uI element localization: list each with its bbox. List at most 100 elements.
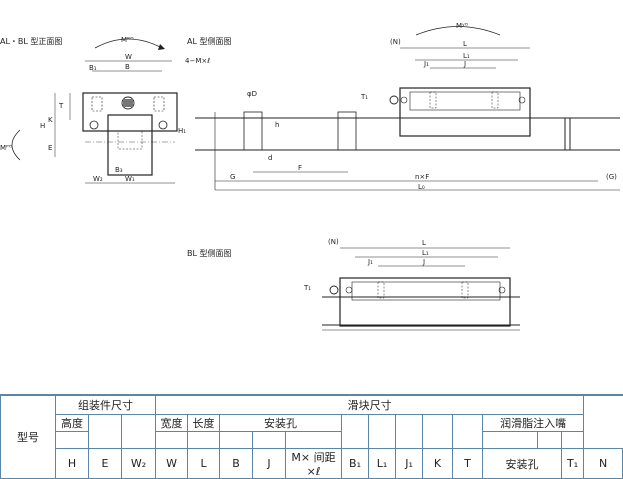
label-mpo: Mᴾᴼ [0,144,13,152]
col-b: B [219,448,254,479]
label-myo: Mʸᴼ [456,22,469,30]
label-b: B [125,63,130,71]
col-t1: T₁ [561,448,585,479]
label-l0: L₀ [418,183,425,191]
label-n: (N) [390,38,401,46]
header-e-blank [88,414,122,449]
label-h: H [40,122,45,130]
seal-screw-right [158,120,168,130]
end-screw-bl-right [498,286,506,294]
header-model: 型号 [0,395,56,479]
caption-al-side-view: AL 型侧面图 [187,36,231,46]
end-screw-bl-left [345,286,353,294]
mount-hole-right [153,96,165,112]
bl-side-view: BL 型侧面图 (N) L L₁ J₁ J T₁ [187,238,520,331]
header-n-blank [561,431,585,449]
front-view: AL・BL 型正面图 Mᴿᴼ W B B₁ H T K E Mᴾᴼ W [0,36,210,184]
col-k: K [422,448,454,479]
col-grease-hole: 安装孔 [482,448,563,479]
label-h1: H₁ [178,127,186,135]
label-mro: Mᴿᴼ [121,36,134,44]
rail-bolt-1 [243,111,263,151]
grease-nipple [121,96,135,110]
header-width: 宽度 [155,414,189,432]
col-w: W [155,448,189,479]
caption-bl-side-view: BL 型侧面图 [187,248,232,258]
block-body-bl [339,277,511,327]
mro-arc [94,38,163,49]
header-w2-blank [120,414,157,449]
block-outline [82,92,178,132]
label-bl-n: (N) [328,238,339,246]
label-l1: L₁ [463,52,470,60]
rail-section [107,114,153,176]
col-w2: W₂ [120,448,157,479]
col-j1: J₁ [395,448,424,479]
header-l1-blank [368,414,397,449]
grease-nipple-al [389,95,399,105]
label-bl-l1: L₁ [422,249,429,257]
label-bl-l: L [422,239,426,247]
mpo-arc [11,129,21,161]
header-h-blank [55,431,89,449]
label-g: G [230,173,235,181]
label-rail-h: h [275,121,279,129]
header-l-blank [187,431,221,449]
label-t: T [58,102,64,110]
seal-screw-left [89,120,99,130]
block-cover-al [409,91,521,111]
label-t1: T₁ [360,93,368,101]
block-hole-bl-2 [461,281,469,299]
grease-nipple-hex [123,99,133,107]
block-body-al [399,87,531,137]
block-hole-al-1 [429,91,437,109]
mount-hole-left [91,96,103,112]
col-t: T [452,448,484,479]
label-bl-j: J [422,258,425,266]
label-e: E [48,144,52,152]
header-block: 滑块尺寸 [155,395,585,415]
col-e: E [88,448,122,479]
caption-front-view: AL・BL 型正面图 [0,37,62,46]
col-l: L [187,448,221,479]
al-side-view: AL 型侧面图 φD h d H₁ F G n×F (G) L₀ Mʸᴼ (N)… [178,22,620,191]
label-b3: B₃ [115,166,123,174]
label-nf: n×F [415,173,429,181]
header-b-blank [219,431,254,449]
header-length: 长度 [187,414,221,432]
block-hole-bl-1 [377,281,385,299]
spec-table: 型号 组装件尺寸 滑块尺寸 高度 宽度 长度 安装孔 润滑脂注入嘴 H E W₂… [0,395,623,479]
header-height: 高度 [55,414,89,432]
myo-arc [415,26,501,36]
header-grease: 润滑脂注入嘴 [482,414,585,432]
header-m-blank [285,431,343,449]
col-l1: L₁ [368,448,397,479]
header-t1-blank [537,431,563,449]
col-b1: B₁ [341,448,370,479]
label-d: d [268,154,272,162]
label-g2: (G) [606,173,617,181]
col-j: J [252,448,287,479]
label-j: J [463,60,466,68]
header-t-blank [452,414,484,449]
label-l: L [463,40,467,48]
label-f: F [298,164,302,172]
technical-drawing: AL・BL 型正面图 Mᴿᴼ W B B₁ H T K E Mᴾᴼ W [0,22,620,331]
label-b1: B₁ [89,64,97,72]
header-w-blank [155,431,189,449]
header-j-blank [252,431,287,449]
header-b1-blank [341,414,370,449]
grease-nipple-bl [329,285,339,295]
header-mount: 安装孔 [219,414,343,432]
col-n: N [583,448,623,479]
block-hole-al-2 [491,91,499,109]
label-k: K [48,116,53,124]
end-screw-al-left [400,96,408,104]
rail-bolt-2 [337,111,357,151]
label-j1: J₁ [423,60,429,68]
col-m-pitch-l: M× 间距 ×ℓ [285,448,343,479]
header-grease-hole-blank [482,431,539,449]
col-h: H [55,448,89,479]
rail-bolt-hole [117,130,143,150]
label-bl-j1: J₁ [367,258,373,266]
